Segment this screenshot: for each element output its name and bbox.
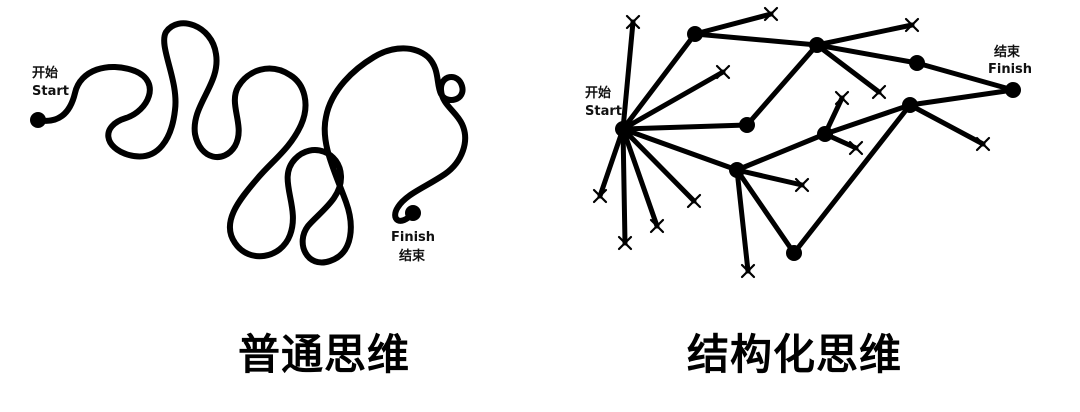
edge-b-d <box>744 42 820 128</box>
edge-start-c <box>620 126 740 173</box>
dead-end-marker-12 <box>617 235 633 251</box>
edge-g-h <box>791 102 913 256</box>
edge-start-lower-right <box>620 126 697 204</box>
edge-a-d <box>692 31 820 48</box>
node-f <box>817 126 833 142</box>
edge-d-e <box>814 42 920 66</box>
left-finish-zh: 结束 <box>399 248 426 264</box>
edge-d-up <box>814 22 915 48</box>
dead-end-marker-13 <box>649 218 665 234</box>
edge-a-up <box>692 11 774 37</box>
dead-end-marker-10 <box>740 263 756 279</box>
start-node <box>30 112 46 128</box>
messy-path <box>35 20 469 266</box>
right-start-en: Start <box>585 104 622 119</box>
edge-start-b <box>620 122 750 132</box>
edge-c-down <box>734 167 751 274</box>
node-e <box>909 55 925 71</box>
edge-start-a <box>620 31 698 132</box>
node-a <box>687 26 703 42</box>
structured-edges <box>597 11 1016 274</box>
node-c <box>729 162 745 178</box>
structured-thinking-diagram: 开始 Start 结束 Finish <box>582 6 1044 280</box>
node-h <box>902 97 918 113</box>
edge-c-f <box>734 131 828 173</box>
dead-end-marker-5 <box>871 84 887 100</box>
dead-end-marker-1 <box>625 14 641 30</box>
right-start-zh: 开始 <box>585 85 611 101</box>
dead-end-marker-6 <box>834 90 850 106</box>
right-finish-en: Finish <box>988 62 1032 77</box>
dead-end-marker-8 <box>975 136 991 152</box>
dead-end-marker-11 <box>592 188 608 204</box>
edge-start-down <box>620 126 628 246</box>
dead-end-marker-2 <box>763 6 779 22</box>
edge-start-upper-right <box>620 69 726 132</box>
left-finish-en: Finish <box>391 230 435 245</box>
edge-start-up <box>620 19 636 132</box>
dead-end-marker-3 <box>715 64 731 80</box>
edge-d-down <box>814 42 882 95</box>
edge-h-right <box>907 102 986 147</box>
edge-start-down-right <box>620 126 660 229</box>
edge-c-right <box>734 167 805 188</box>
structured-thinking-svg: 开始 Start 结束 Finish <box>585 6 1032 279</box>
edge-start-down-left <box>597 126 626 199</box>
ordinary-thinking-diagram: 开始 Start Finish 结束 <box>24 14 490 280</box>
structured-nodes <box>615 26 1021 261</box>
structured-thinking-caption: 结构化思维 <box>687 330 903 379</box>
node-g <box>786 245 802 261</box>
left-start-zh: 开始 <box>32 65 58 81</box>
edge-c-g <box>734 167 797 256</box>
dead-end-marker-14 <box>686 193 702 209</box>
ordinary-thinking-svg: 开始 Start Finish 结束 <box>30 20 469 266</box>
edge-f-h <box>822 102 913 137</box>
ordinary-thinking-caption: 普通思维 <box>238 330 411 379</box>
node-b <box>739 117 755 133</box>
left-start-en: Start <box>32 84 69 99</box>
dead-end-marker-7 <box>848 140 864 156</box>
edge-e-finish <box>914 60 1016 93</box>
node-d <box>809 37 825 53</box>
dead-end-marker-4 <box>904 17 920 33</box>
right-finish-zh: 结束 <box>994 44 1021 60</box>
finish-node <box>405 205 421 221</box>
edge-h-finish <box>907 87 1016 108</box>
finish-node <box>1005 82 1021 98</box>
dead-end-marker-9 <box>794 177 810 193</box>
start-node <box>615 121 631 137</box>
